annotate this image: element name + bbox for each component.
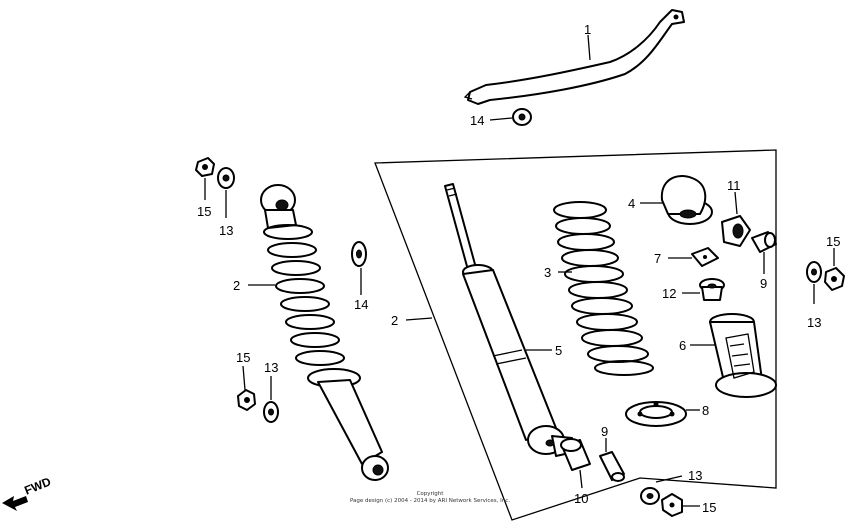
exploded-view-boundary [374, 149, 777, 521]
washer-right-part[interactable] [806, 261, 822, 283]
collar-bottom-part[interactable] [599, 451, 625, 482]
nut-bottom-part[interactable] [661, 493, 683, 517]
callout-9-right: 9 [760, 276, 767, 291]
callout-2-left: 2 [233, 278, 240, 293]
callout-4: 4 [628, 196, 635, 211]
washer-mid-part[interactable] [351, 241, 367, 267]
washer-bottom-part[interactable] [640, 487, 660, 505]
callout-15-bottom: 15 [702, 500, 716, 515]
nut-right-part[interactable] [824, 267, 845, 291]
washer-bracket-part[interactable] [512, 108, 532, 126]
nut-left-top-part[interactable] [195, 157, 215, 177]
bushing-part[interactable] [560, 438, 591, 471]
spring-part[interactable] [553, 201, 654, 376]
fwd-arrow-icon [2, 496, 28, 511]
callout-13-bottom: 13 [688, 468, 702, 483]
callout-13-left-bottom: 13 [264, 360, 278, 375]
callout-11: 11 [727, 178, 741, 193]
nut-left-bottom-part[interactable] [237, 389, 256, 411]
callout-6: 6 [679, 338, 686, 353]
lower-seat-part[interactable] [625, 401, 687, 427]
damper-part[interactable] [444, 183, 575, 457]
callout-13-right: 13 [807, 315, 821, 330]
stopper-rubber-part[interactable] [699, 278, 725, 301]
callout-3: 3 [544, 265, 551, 280]
copyright-notice: Copyright Page design (c) 2004 - 2014 by… [330, 491, 530, 505]
callout-5: 5 [555, 343, 562, 358]
callout-8: 8 [702, 403, 709, 418]
callout-14-bracket: 14 [470, 113, 484, 128]
shock-absorber-left-part[interactable] [260, 184, 389, 481]
callout-15-left-top: 15 [197, 204, 211, 219]
callout-7: 7 [654, 251, 661, 266]
bracket-part[interactable] [463, 9, 685, 105]
callout-15-right: 15 [826, 234, 840, 249]
washer-left-bottom-part[interactable] [263, 401, 279, 423]
washer-left-top-part[interactable] [217, 167, 235, 189]
copyright-line-2: Page design (c) 2004 - 2014 by ARI Netwo… [349, 498, 511, 504]
callout-15-left-bottom: 15 [236, 350, 250, 365]
callout-13-left-top: 13 [219, 223, 233, 238]
callout-10: 10 [574, 491, 588, 506]
joint-bush-part[interactable] [721, 215, 751, 247]
callout-9-bottom: 9 [601, 424, 608, 439]
upper-seat-part[interactable] [660, 175, 713, 225]
spring-guide-part[interactable] [709, 313, 777, 398]
stopper-plate-part[interactable] [691, 247, 719, 267]
callout-12: 12 [662, 286, 676, 301]
callout-2-box: 2 [391, 313, 398, 328]
callout-1: 1 [584, 22, 591, 37]
callout-14-mid: 14 [354, 297, 368, 312]
copyright-line-1: Copyright [416, 491, 444, 497]
collar-right-part[interactable] [751, 231, 777, 253]
